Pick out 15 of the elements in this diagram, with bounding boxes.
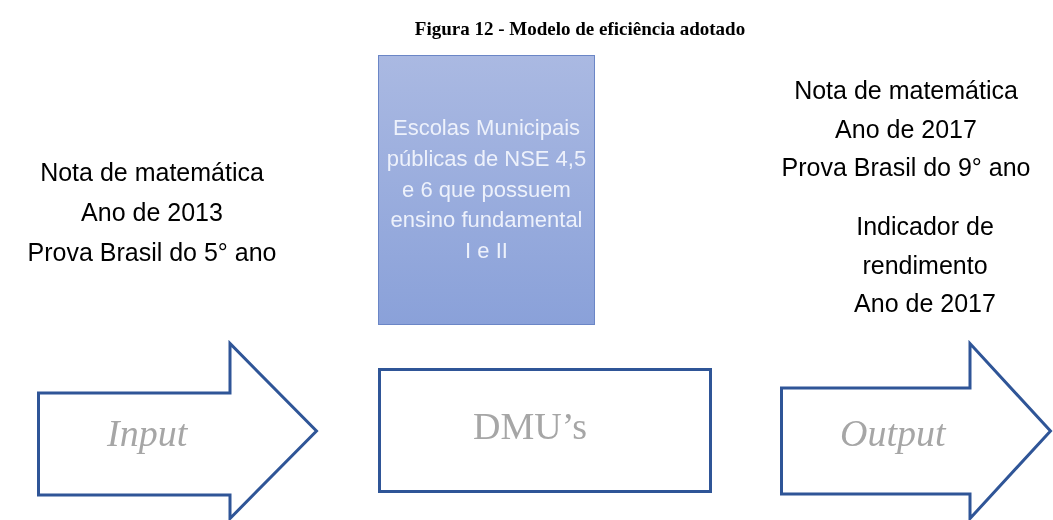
box-label: DMU’s: [473, 404, 588, 448]
annotation-text: Ano de 2017: [835, 115, 977, 144]
annotation-text: Ano de 2013: [81, 198, 223, 227]
annotation-text: Prova Brasil do 9° ano: [781, 153, 1031, 182]
annotation-text: Nota de matemática: [794, 76, 1018, 105]
annotation-text: rendimento: [862, 251, 988, 280]
figure-title: Figura 12 - Modelo de eficiência adotado: [413, 18, 747, 40]
box-text: Escolas Municipais públicas de NSE 4,5 e 6 que possuem ensino fundamental I e II: [385, 114, 588, 266]
annotation-text: Prova Brasil do 5° ano: [27, 238, 277, 267]
arrow-label: Output: [840, 411, 946, 455]
annotation-text: Indicador de: [856, 212, 994, 241]
process-box: [378, 55, 595, 325]
annotation-text: Nota de matemática: [40, 158, 264, 187]
arrow-label: Input: [107, 411, 188, 455]
annotation-text: Ano de 2017: [854, 289, 996, 318]
